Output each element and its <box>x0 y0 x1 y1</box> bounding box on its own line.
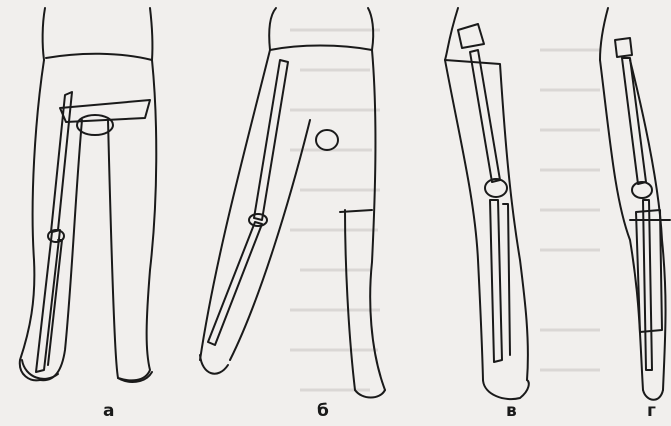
panel-g-tibia <box>643 200 652 370</box>
panel-label-v: в <box>506 403 517 420</box>
panel-a-waist-band <box>46 54 152 60</box>
panel-a-body-right-outline <box>150 8 152 60</box>
panel-b-drawing <box>200 8 385 398</box>
panel-v-tibia <box>490 200 502 362</box>
panel-b-prosthetic-leg-outer <box>200 50 270 360</box>
panel-a-right-leg-inner <box>108 120 118 378</box>
panel-a-body-left-outline <box>43 8 45 60</box>
panel-label-g: г <box>647 403 656 420</box>
panel-v-drawing <box>445 8 529 399</box>
panel-a-drawing <box>20 8 156 382</box>
panel-v-femur <box>470 50 500 182</box>
panel-g-body-outline <box>600 8 608 60</box>
panel-b-hip-joint <box>316 130 338 150</box>
panel-b-femur <box>254 60 288 220</box>
panel-b-waist-band <box>270 46 372 51</box>
background-bleed-lines <box>290 30 600 390</box>
panel-label-b: б <box>317 403 329 420</box>
panel-b-stump-leg-inner <box>345 210 355 390</box>
panel-b-prosthetic-leg-inner <box>230 120 310 360</box>
panel-a-prosthesis-socket <box>60 100 150 122</box>
panel-b-stump-leg-outer <box>370 50 385 390</box>
panel-v-foot <box>483 380 529 399</box>
panel-g-pelvis <box>615 38 632 57</box>
panel-v-pelvis <box>458 24 484 48</box>
panel-g-drawing <box>600 8 670 400</box>
panel-v-leg-back <box>445 60 483 380</box>
panel-label-a: а <box>103 403 114 420</box>
panel-v-body-outline <box>445 8 458 60</box>
panel-b-body-left-outline <box>269 8 276 50</box>
panel-b-tibia <box>208 222 262 345</box>
panel-v-fibula <box>503 204 510 355</box>
panel-a-fibula <box>48 240 62 365</box>
panel-a-right-leg-outer <box>118 60 156 380</box>
panel-g-foot <box>643 390 663 400</box>
panel-b-prosthetic-foot <box>200 355 228 374</box>
panel-a-tibia <box>36 230 60 372</box>
panel-g-knee <box>632 182 652 198</box>
panel-v-leg-front <box>445 60 528 380</box>
